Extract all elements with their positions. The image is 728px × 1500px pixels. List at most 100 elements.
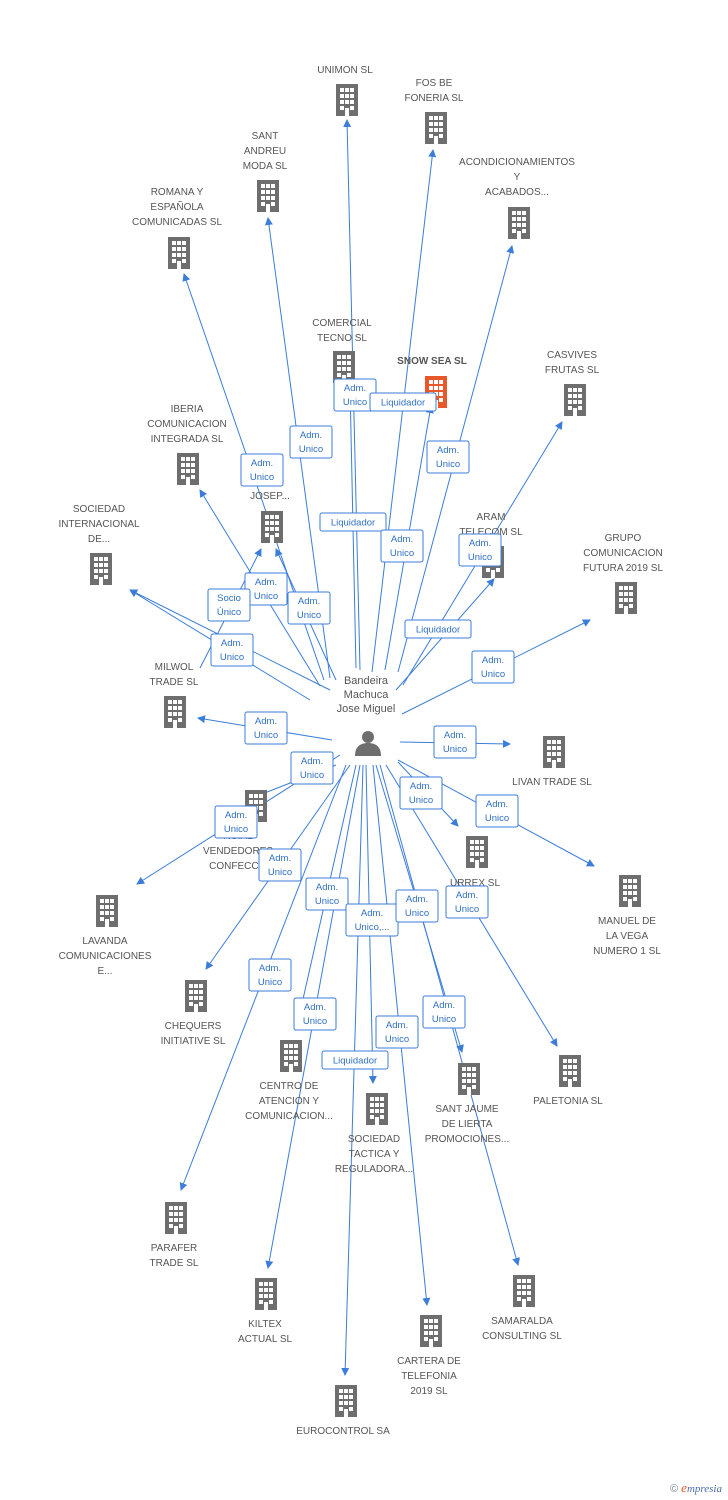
- relation-label-text: Unico,...: [355, 922, 390, 933]
- company-name-line: CONFECC...: [209, 861, 267, 872]
- company-name-line: PARAFER: [151, 1243, 198, 1254]
- relation-label-text: Único: [217, 607, 241, 618]
- company-name-line: JOSEP...: [250, 491, 290, 502]
- center-person[interactable]: Bandeira Machuca Jose Miguel: [337, 675, 396, 756]
- company-name-line: REGULADORA...: [335, 1164, 413, 1175]
- relation-label-text: Unico: [443, 744, 467, 755]
- company-name-line: IBERIA: [171, 404, 204, 415]
- relation-label-samaralda: Adm.Unico: [422, 995, 466, 1029]
- relation-label-text: Adm.: [469, 538, 491, 549]
- building-icon: [185, 980, 207, 1012]
- relation-label-text: Adm.: [259, 963, 281, 974]
- building-icon: [466, 836, 488, 868]
- company-node-sociedadint[interactable]: SOCIEDADINTERNACIONALDE...: [58, 504, 140, 585]
- relation-label-text: Adm.: [300, 430, 322, 441]
- company-node-acondicionamientos[interactable]: ACONDICIONAMIENTOSYACABADOS...: [459, 157, 575, 239]
- building-icon: [164, 696, 186, 728]
- company-name-line: INTEGRADA SL: [151, 434, 224, 445]
- brand-name: mpresia: [686, 1483, 722, 1495]
- company-node-lavanda[interactable]: LAVANDACOMUNICACIONESE...: [59, 895, 152, 977]
- relation-label-text: Unico: [303, 1016, 327, 1027]
- company-node-eurocontrol[interactable]: EUROCONTROL SA: [296, 1385, 390, 1437]
- relation-label-text: Unico: [385, 1034, 409, 1045]
- relation-label-aram: Liquidador: [404, 619, 472, 639]
- relation-label-box: [207, 588, 251, 622]
- relation-label-box: [471, 650, 515, 684]
- relation-label-box: [293, 997, 337, 1031]
- company-name-line: INITIATIVE SL: [161, 1036, 226, 1047]
- relation-label-box: [214, 805, 258, 839]
- relation-label-text: Unico: [254, 591, 278, 602]
- relation-label-text: Adm.: [316, 882, 338, 893]
- relation-label-text: Unico: [258, 977, 282, 988]
- building-icon: [177, 453, 199, 485]
- building-icon: [425, 112, 447, 144]
- relation-label-box: [258, 848, 302, 882]
- relation-label-box: [445, 885, 489, 919]
- company-node-snowsea[interactable]: SNOW SEA SL: [397, 356, 467, 408]
- relation-label-text: Unico: [436, 459, 460, 470]
- company-node-urrex[interactable]: URREX SL: [450, 836, 500, 889]
- relation-label-box: [244, 711, 288, 745]
- company-name-line: ROMANA Y: [151, 187, 204, 198]
- relation-label-text: Unico: [250, 472, 274, 483]
- building-icon: [543, 736, 565, 768]
- relation-label-box: [475, 794, 519, 828]
- relation-label-box: [426, 440, 470, 474]
- relation-label-lavanda: Adm.Unico: [399, 776, 443, 810]
- company-node-livan[interactable]: LIVAN TRADE SL: [512, 736, 592, 788]
- building-icon: [336, 84, 358, 116]
- empresia-logo[interactable]: © empresia: [670, 1480, 722, 1496]
- relation-label-text: Liquidador: [416, 625, 460, 636]
- relation-label-text: Unico: [300, 770, 324, 781]
- relation-label-text: Adm.: [251, 458, 273, 469]
- relation-label-text: Adm.: [301, 756, 323, 767]
- relation-label-text: Adm.: [298, 596, 320, 607]
- company-name-line: TRADE SL: [150, 677, 199, 688]
- company-name-line: CENTRO DE: [260, 1081, 319, 1092]
- company-name-line: COMUNICACION: [583, 548, 662, 559]
- relation-label-text: Unico: [468, 552, 492, 563]
- relation-label-livan: Adm.Unico: [433, 725, 477, 759]
- company-name-line: COMUNICACION...: [245, 1111, 333, 1122]
- relation-label-text: Adm.: [433, 1000, 455, 1011]
- company-name-line: NUMERO 1 SL: [593, 946, 661, 957]
- company-name-line: ANDREU: [244, 146, 286, 157]
- building-icon: [255, 1278, 277, 1310]
- relation-label-text: Adm.: [255, 716, 277, 727]
- company-name-line: TELEFONIA: [401, 1371, 457, 1382]
- relation-label-text: Adm.: [406, 894, 428, 905]
- building-icon: [366, 1093, 388, 1125]
- company-node-paletonia[interactable]: PALETONIA SL: [533, 1055, 603, 1107]
- relation-label-text: Adm.: [482, 655, 504, 666]
- company-name-line: SNOW SEA SL: [397, 356, 467, 367]
- relation-label-paletonia: Adm.Unico: [445, 885, 489, 919]
- relation-label-comercialtecno: Liquidador: [319, 512, 387, 532]
- company-name-line: UNIMON SL: [317, 65, 373, 76]
- relation-label-text: Liquidador: [331, 518, 375, 529]
- company-name-line: Y: [514, 172, 521, 183]
- company-name-line: KILTEX: [248, 1319, 282, 1330]
- building-icon: [615, 582, 637, 614]
- company-node-unimon[interactable]: UNIMON SL: [317, 65, 373, 116]
